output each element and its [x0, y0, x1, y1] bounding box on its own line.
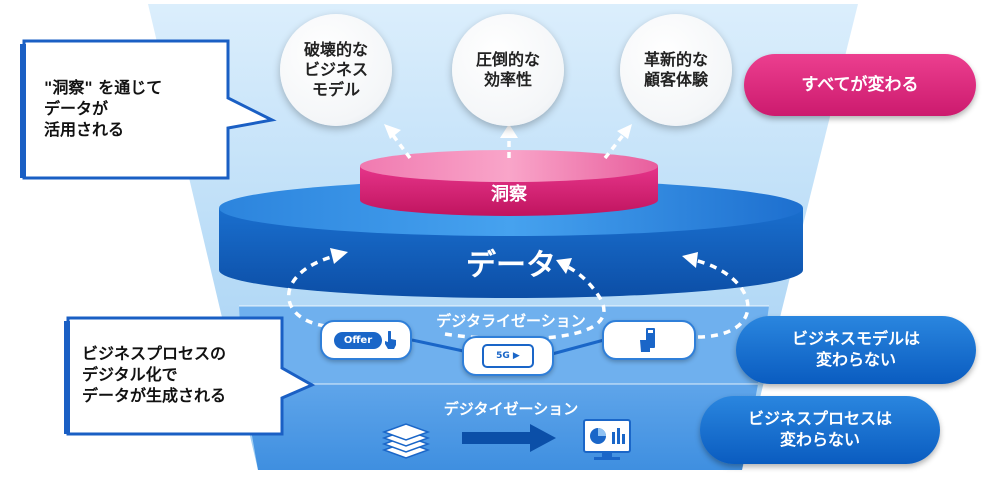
callout-top-shape: [20, 39, 277, 180]
card-swipe-icon: [637, 326, 661, 354]
business-model-unchanged-badge: ビジネスモデルは 変わらない: [736, 316, 976, 384]
callout-digitization-text: ビジネスプロセスの デジタル化で データが生成される: [82, 344, 227, 405]
callout-insight-text: "洞察" を通じて データが 活用される: [44, 78, 163, 139]
card-connectors: [411, 338, 605, 356]
offer-card: Offer: [320, 320, 412, 360]
hand-pointer-icon: [384, 330, 398, 349]
business-process-unchanged-badge: ビジネスプロセスは 変わらない: [700, 396, 940, 464]
digitalization-label: デジタライゼーション: [436, 312, 586, 330]
document-stack-icon: [381, 423, 431, 459]
insight-arrows: [390, 132, 626, 160]
insight-arrowheads: [384, 124, 632, 139]
digitization-label: デジタイゼーション: [443, 400, 579, 418]
circle-customer-experience: 革新的な 顧客体験: [620, 14, 732, 126]
monitor-chart-icon: [583, 419, 631, 460]
circle-efficiency: 圧倒的な 効率性: [452, 14, 564, 126]
circle-disruptive-business-model: 破壊的な ビジネス モデル: [280, 14, 392, 126]
insight-cylinder-top: [360, 150, 658, 182]
everything-changes-badge: すべてが変わる: [744, 54, 976, 116]
phone-icon: 5G ▶: [482, 344, 534, 368]
digitization-band: [243, 384, 758, 470]
data-loop-arrowheads: [330, 248, 698, 274]
insight-label: 洞察: [491, 184, 527, 205]
phone-card: 5G ▶: [462, 336, 554, 376]
data-label: データ: [466, 248, 556, 283]
arrow-right-icon: [462, 424, 556, 452]
payment-card: [602, 320, 696, 360]
callout-bottom-shape: [64, 316, 316, 436]
offer-chip: Offer: [333, 331, 383, 349]
